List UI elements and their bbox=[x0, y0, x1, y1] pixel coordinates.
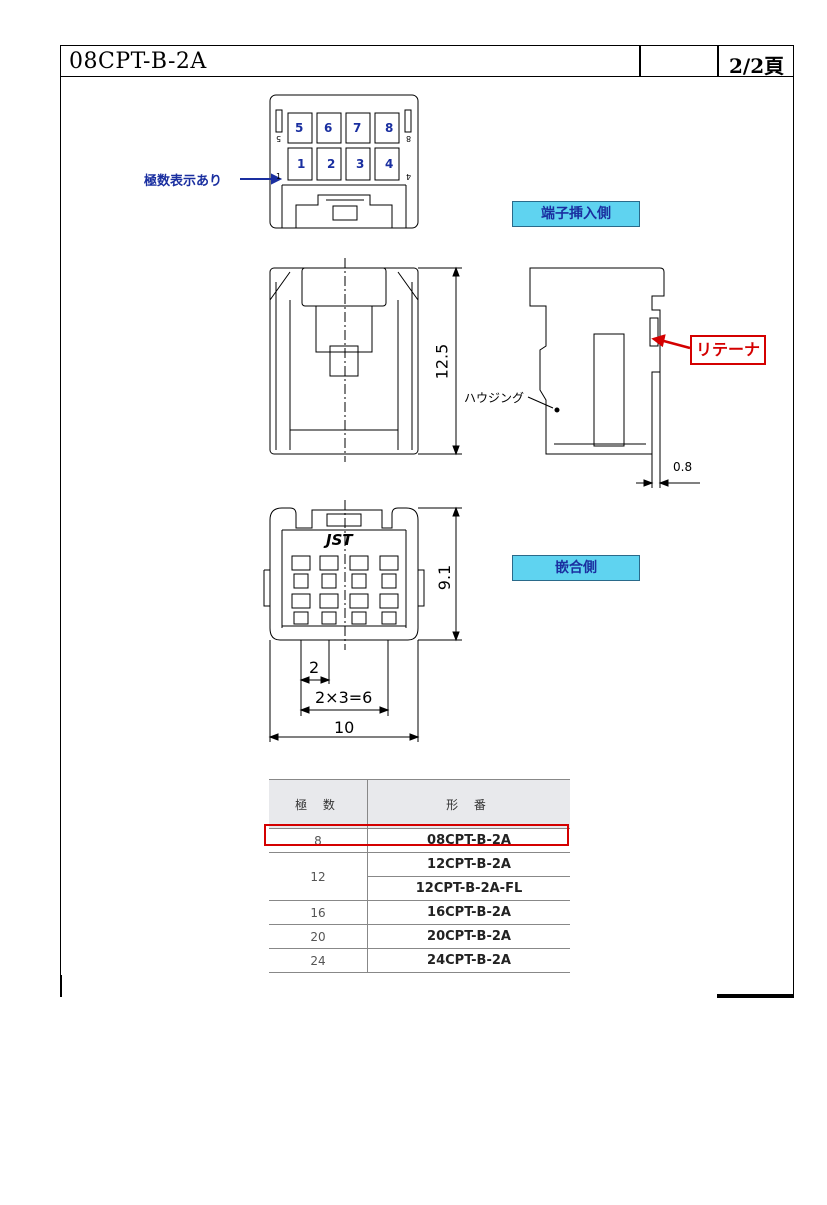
dim-height: 12.5 bbox=[432, 343, 452, 380]
side-mark: 8 bbox=[406, 134, 412, 143]
pin-number: 6 bbox=[324, 121, 333, 135]
mating-side-tag: 嵌合側 bbox=[512, 555, 640, 581]
dim-depth: 9.1 bbox=[435, 564, 455, 591]
header-poles: 極 数 bbox=[269, 779, 368, 829]
side-mark: 1 bbox=[276, 172, 282, 181]
table-row: 16 16CPT-B-2A bbox=[269, 900, 570, 925]
pin-number: 3 bbox=[356, 157, 365, 171]
dim-span: 2×3=6 bbox=[315, 688, 373, 707]
highlight-row-box bbox=[264, 824, 569, 846]
poles-cell: 12 bbox=[269, 852, 368, 901]
header-divider bbox=[639, 46, 641, 76]
pin-number: 1 bbox=[297, 157, 306, 171]
pin-number: 2 bbox=[327, 157, 336, 171]
table-row: 20 20CPT-B-2A bbox=[269, 924, 570, 949]
part-number-cell: 20CPT-B-2A bbox=[367, 924, 570, 949]
dim-pitch: 2 bbox=[309, 658, 320, 677]
front-view bbox=[269, 258, 462, 462]
part-number-table: 極 数 形 番 8 08CPT-B-2A 12 12CPT-B-2A 12CPT… bbox=[269, 779, 570, 973]
side-mark: 4 bbox=[406, 172, 412, 181]
retainer-label: リテーナ bbox=[690, 335, 766, 365]
housing-label: ハウジング bbox=[464, 391, 525, 405]
drawing-title: 08CPT-B-2A bbox=[69, 49, 207, 74]
pin-marking-arrow bbox=[240, 173, 283, 185]
part-number-cell: 12CPT-B-2A bbox=[367, 852, 570, 877]
page-number: 2/2頁 bbox=[729, 54, 785, 78]
poles-cell: 20 bbox=[269, 924, 368, 949]
mating-side-view bbox=[263, 500, 462, 742]
side-mark: 5 bbox=[276, 134, 282, 143]
pin-marking-label: 極数表示あり bbox=[144, 174, 223, 189]
jst-logo: JST bbox=[326, 531, 353, 549]
table-row: 24 24CPT-B-2A bbox=[269, 948, 570, 973]
poles-cell: 16 bbox=[269, 900, 368, 925]
pin-number: 4 bbox=[385, 157, 394, 171]
table-header-row: 極 数 形 番 bbox=[269, 779, 570, 829]
table-row: 12CPT-B-2A-FL bbox=[269, 876, 570, 901]
part-number-cell: 16CPT-B-2A bbox=[367, 900, 570, 925]
table-row: 12 12CPT-B-2A bbox=[269, 852, 570, 901]
frame-bottom-left bbox=[60, 975, 62, 997]
dim-width: 10 bbox=[334, 718, 355, 737]
part-number-cell: 24CPT-B-2A bbox=[367, 948, 570, 973]
header-divider bbox=[717, 46, 719, 76]
pin-number: 5 bbox=[295, 121, 304, 135]
dim-retainer-offset: 0.8 bbox=[673, 460, 693, 474]
header-part-number: 形 番 bbox=[367, 779, 570, 829]
pin-number: 7 bbox=[353, 121, 362, 135]
frame-bottom-bar bbox=[717, 994, 794, 998]
insertion-side-view bbox=[269, 94, 419, 229]
pin-number: 8 bbox=[385, 121, 394, 135]
retainer-arrow bbox=[651, 334, 691, 350]
part-number-cell: 12CPT-B-2A-FL bbox=[367, 876, 570, 901]
title-block: 08CPT-B-2A 2/2頁 bbox=[60, 45, 794, 78]
poles-cell: 8 bbox=[269, 828, 368, 853]
poles-cell: 24 bbox=[269, 948, 368, 973]
side-view bbox=[527, 267, 700, 488]
insertion-side-tag: 端子挿入側 bbox=[512, 201, 640, 227]
